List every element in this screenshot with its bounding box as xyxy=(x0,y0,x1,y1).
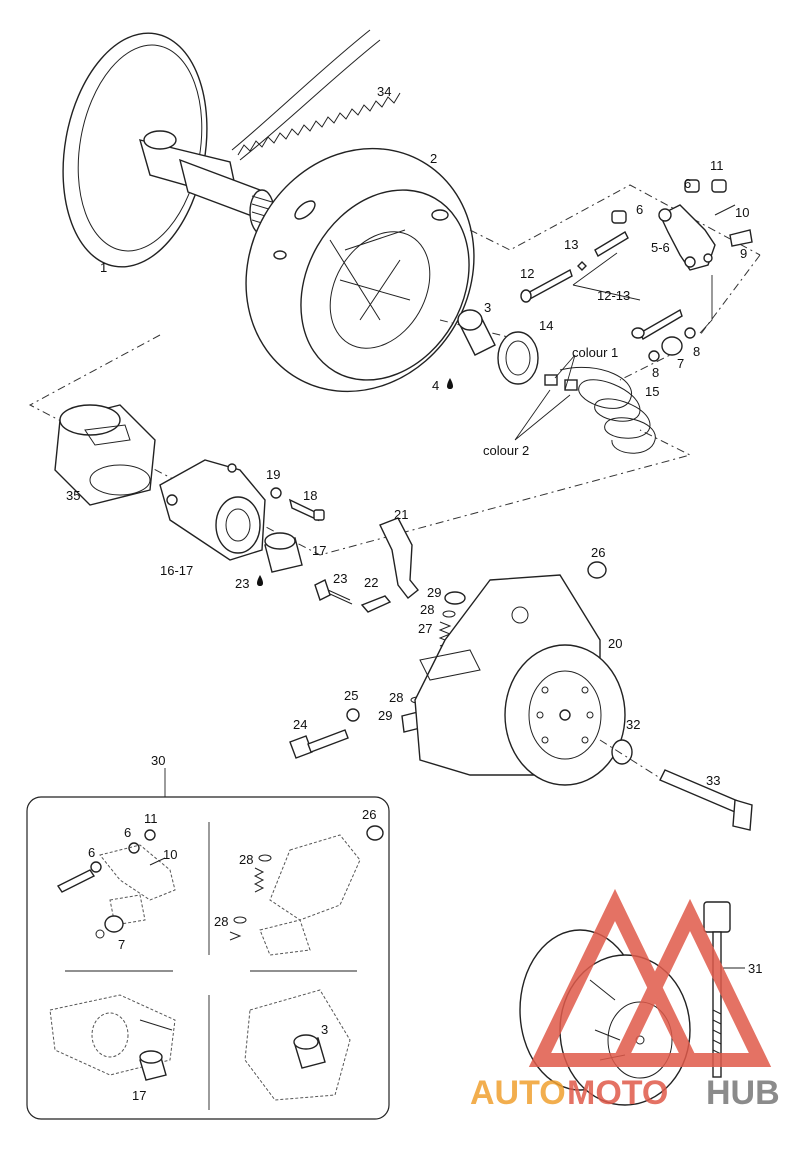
label-part-4: 4 xyxy=(432,378,439,393)
watermark-hub: HUB xyxy=(706,1074,780,1112)
label-part-12: 12 xyxy=(520,266,534,281)
label-part-21: 21 xyxy=(394,507,408,522)
inset-box-30 xyxy=(26,768,390,1120)
label-part-31: 31 xyxy=(748,961,762,976)
inset-label-26: 26 xyxy=(362,807,376,822)
part-14-seal xyxy=(497,331,539,385)
label-part-9: 9 xyxy=(740,246,747,261)
part-21-arm xyxy=(379,517,419,599)
lever-assembly xyxy=(520,179,753,362)
label-part-3: 3 xyxy=(484,300,491,315)
inset-label-3: 3 xyxy=(321,1022,328,1037)
part-26-nut xyxy=(587,561,607,579)
assembly-outline-upper xyxy=(439,184,761,381)
parts-24-25-screw-washer xyxy=(289,708,360,759)
label-part-6-mid: 6 xyxy=(636,202,643,217)
label-part-32: 32 xyxy=(626,717,640,732)
label-part-25: 25 xyxy=(344,688,358,703)
label-part-23-right: 23 xyxy=(333,571,347,586)
part-35-sleeve xyxy=(54,404,156,506)
assembly-outline-middle xyxy=(28,334,692,556)
bolt-axis-line xyxy=(599,739,661,779)
parts-32-33-washer-bolt xyxy=(611,739,753,831)
label-part-29-bottom: 29 xyxy=(378,708,392,723)
label-part-17: 17 xyxy=(312,543,326,558)
part-16-housing xyxy=(159,459,266,561)
label-part-15: 15 xyxy=(645,384,659,399)
label-part-16-17: 16-17 xyxy=(160,563,193,578)
label-part-34: 34 xyxy=(377,84,391,99)
inset-label-6-left: 6 xyxy=(88,845,95,860)
inset-label-11: 11 xyxy=(144,811,158,826)
part-15-spring xyxy=(544,366,656,454)
part-3-bushing xyxy=(457,309,496,356)
label-part-12-13: 12-13 xyxy=(597,288,630,303)
label-colour-2: colour 2 xyxy=(483,443,529,458)
watermark-auto: AUTO xyxy=(470,1074,566,1112)
inset-label-10: 10 xyxy=(163,847,177,862)
part-2-movable-sheave xyxy=(245,147,475,393)
part-1-fixed-sheave xyxy=(62,32,275,268)
label-part-10: 10 xyxy=(735,205,749,220)
grease-drop-icon xyxy=(447,378,453,389)
label-part-24: 24 xyxy=(293,717,307,732)
part-20-pulley-cover xyxy=(414,574,626,786)
part-23-screw xyxy=(314,579,353,605)
inset-label-17: 17 xyxy=(132,1088,146,1103)
label-part-22: 22 xyxy=(364,575,378,590)
label-part-19: 19 xyxy=(266,467,280,482)
label-part-33: 33 xyxy=(706,773,720,788)
label-part-13: 13 xyxy=(564,237,578,252)
callout-labels: 1 2 3 4 5-6 6 6 7 8 8 9 10 11 12 12-13 1… xyxy=(66,84,762,976)
watermark-moto: MOTO xyxy=(567,1074,668,1112)
label-part-23-left: 23 xyxy=(235,576,249,591)
automotohub-watermark: AUTO MOTO HUB xyxy=(470,888,780,1112)
label-part-5-6: 5-6 xyxy=(651,240,670,255)
part-17-bushing xyxy=(264,532,303,573)
parts-27-29-spring-stack xyxy=(401,591,466,733)
label-part-28-bottom: 28 xyxy=(389,690,403,705)
label-part-30: 30 xyxy=(151,753,165,768)
label-part-26: 26 xyxy=(591,545,605,560)
label-part-8-left: 8 xyxy=(652,365,659,380)
label-part-1: 1 xyxy=(100,260,107,275)
parts-18-19-screw-washer xyxy=(270,487,325,522)
inset-label-6-top: 6 xyxy=(124,825,131,840)
inset-labels: 11 6 6 10 7 26 28 28 17 3 xyxy=(88,807,376,1103)
label-part-20: 20 xyxy=(608,636,622,651)
label-part-27: 27 xyxy=(418,621,432,636)
label-part-14: 14 xyxy=(539,318,553,333)
part-34-drive-belt xyxy=(231,29,401,161)
inset-label-28-bottom: 28 xyxy=(214,914,228,929)
label-part-29-top: 29 xyxy=(427,585,441,600)
label-part-28-top: 28 xyxy=(420,602,434,617)
label-part-6-top: 6 xyxy=(684,176,691,191)
label-part-7: 7 xyxy=(677,356,684,371)
grease-drop-icon-2 xyxy=(257,575,263,586)
label-part-18: 18 xyxy=(303,488,317,503)
watermark-triangle-right xyxy=(608,898,772,1067)
inset-label-7: 7 xyxy=(118,937,125,952)
label-part-11: 11 xyxy=(710,158,724,173)
label-part-8-right: 8 xyxy=(693,344,700,359)
part-22-pin xyxy=(360,595,392,613)
label-part-35: 35 xyxy=(66,488,80,503)
label-colour-1: colour 1 xyxy=(572,345,618,360)
inset-label-28-top: 28 xyxy=(239,852,253,867)
label-part-2: 2 xyxy=(430,151,437,166)
